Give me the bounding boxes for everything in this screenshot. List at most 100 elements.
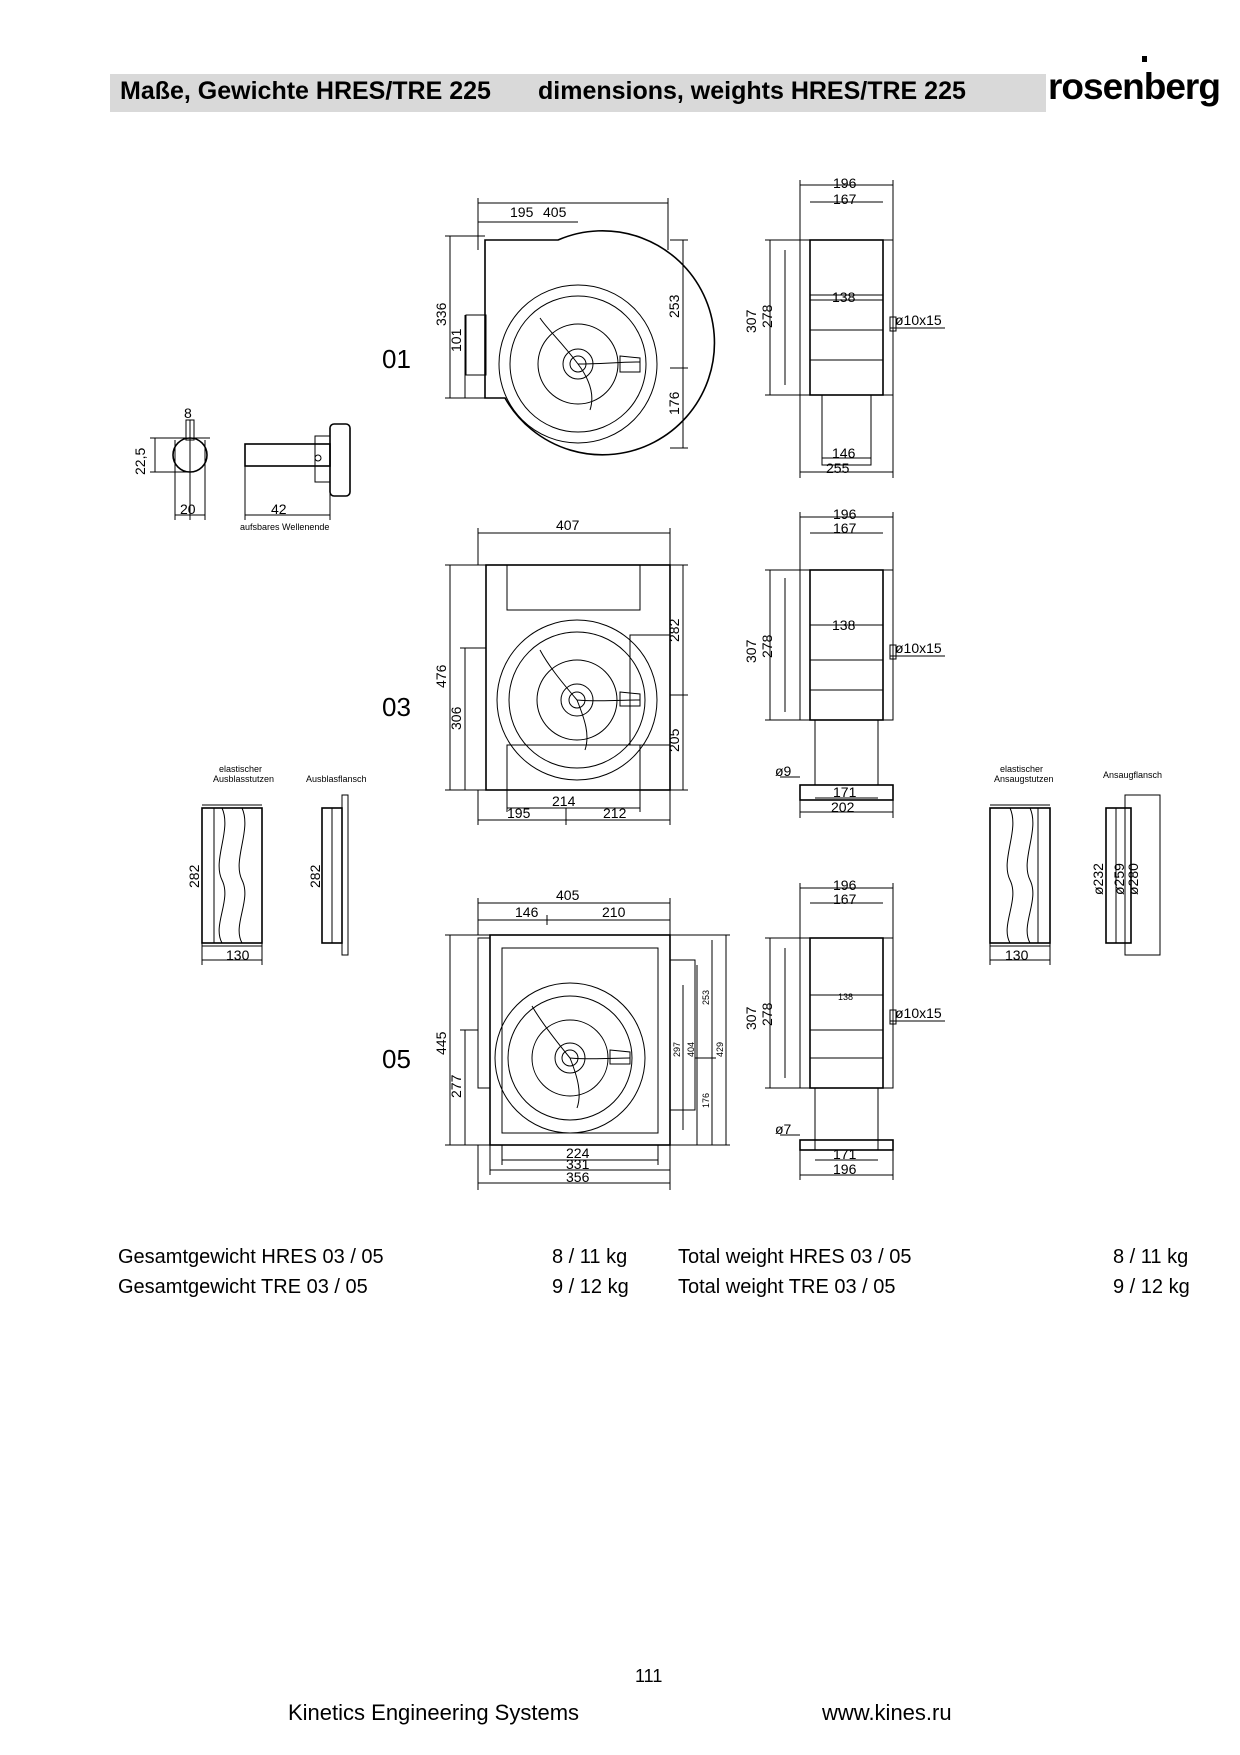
- dim-shaft-20: 20: [180, 501, 196, 517]
- dim-03s-hole: ø10x15: [895, 640, 942, 656]
- weight-de-tre-value: 9 / 12 kg: [552, 1276, 629, 1298]
- side-view-01: [765, 180, 945, 478]
- dim-05-404: 404: [686, 1042, 696, 1057]
- shaft-caption: aufsbares Wellenende: [240, 522, 329, 532]
- inlet-elastic-caption-1: elastischer: [1000, 764, 1043, 774]
- dim-outlet-130: 130: [226, 947, 250, 963]
- dim-inlet-232: ø232: [1090, 863, 1106, 895]
- footer-company: Kinetics Engineering Systems: [288, 1700, 580, 1725]
- dim-03s-167: 167: [833, 520, 857, 536]
- header-bar: [110, 74, 1046, 112]
- dim-01-336: 336: [433, 302, 449, 326]
- title-english: dimensions, weights HRES/TRE 225: [538, 77, 966, 105]
- dim-01s-255: 255: [826, 460, 850, 476]
- dim-05-331: 331: [566, 1156, 590, 1172]
- dim-05s-138: 138: [838, 992, 853, 1002]
- dim-05s-167: 167: [833, 891, 857, 907]
- dim-05-445: 445: [433, 1031, 449, 1055]
- outlet-flange-caption: Ausblasflansch: [306, 774, 367, 784]
- weight-de-hres-value: 8 / 11 kg: [552, 1246, 628, 1268]
- dim-03-205: 205: [666, 728, 682, 752]
- dim-01-253: 253: [666, 294, 682, 318]
- dim-05s-307: 307: [743, 1006, 759, 1030]
- dim-05s-278: 278: [759, 1002, 775, 1026]
- dim-inlet-259: ø259: [1111, 863, 1127, 895]
- dim-shaft-22-5: 22,5: [132, 448, 148, 475]
- dim-01s-307: 307: [743, 309, 759, 333]
- dim-03-476: 476: [433, 664, 449, 688]
- dim-shaft-42: 42: [271, 501, 287, 517]
- dim-03-195: 195: [507, 805, 531, 821]
- side-view-03: [765, 512, 945, 818]
- dim-05s-171: 171: [833, 1146, 857, 1162]
- dim-outlet-282a: 282: [186, 864, 202, 888]
- dim-03s-202: 202: [831, 799, 855, 815]
- dim-05-405: 405: [556, 887, 580, 903]
- dim-05s-196b: 196: [833, 1161, 857, 1177]
- dim-03s-307: 307: [743, 639, 759, 663]
- footer-website: www.kines.ru: [822, 1700, 952, 1725]
- dim-05s-7: ø7: [775, 1121, 792, 1137]
- side-view-05: [765, 883, 945, 1180]
- dim-01s-278: 278: [759, 304, 775, 328]
- shaft-detail: [150, 419, 351, 520]
- outlet-elastic-caption-2: Ausblasstutzen: [213, 774, 274, 784]
- dim-05s-hole: ø10x15: [895, 1005, 942, 1021]
- dim-01-101: 101: [448, 328, 464, 352]
- outlet-elastic-caption-1: elastischer: [219, 764, 262, 774]
- front-view-03: [445, 528, 688, 825]
- dim-outlet-282b: 282: [307, 864, 323, 888]
- front-view-01: [445, 198, 716, 456]
- dim-05-146: 146: [515, 904, 539, 920]
- inlet-parts: [989, 794, 1161, 965]
- dim-01-405: 405: [543, 204, 567, 220]
- dim-01s-138: 138: [832, 289, 856, 305]
- dim-03s-278: 278: [759, 634, 775, 658]
- dim-03-214: 214: [552, 793, 576, 809]
- dim-03s-138: 138: [832, 617, 856, 633]
- dim-03-212: 212: [603, 805, 627, 821]
- dim-01s-146: 146: [832, 445, 856, 461]
- front-view-05: [445, 898, 730, 1190]
- weight-en-tre-value: 9 / 12 kg: [1113, 1276, 1190, 1298]
- dim-shaft-8: 8: [184, 405, 192, 421]
- rosenberg-logo: rosenberg: [1048, 66, 1221, 107]
- outlet-parts: [201, 794, 349, 965]
- dim-01-176: 176: [666, 391, 682, 415]
- dim-05-224: 224: [566, 1145, 590, 1161]
- dim-05s-196: 196: [833, 877, 857, 893]
- weight-en-tre-label: Total weight TRE 03 / 05: [678, 1276, 896, 1298]
- dim-03-407: 407: [556, 517, 580, 533]
- dim-03-282: 282: [666, 618, 682, 642]
- dim-05-297: 297: [672, 1042, 682, 1057]
- dim-01s-hole: ø10x15: [895, 312, 942, 328]
- dim-05-210: 210: [602, 904, 626, 920]
- variant-label-03: 03: [382, 692, 411, 722]
- dim-01s-167: 167: [833, 191, 857, 207]
- inlet-elastic-caption-2: Ansaugstutzen: [994, 774, 1054, 784]
- dim-inlet-280: ø280: [1125, 863, 1141, 895]
- dim-05-176: 176: [701, 1093, 711, 1108]
- variant-label-01: 01: [382, 344, 411, 374]
- variant-label-05: 05: [382, 1044, 411, 1074]
- dim-01-195: 195: [510, 204, 534, 220]
- dim-05-429: 429: [715, 1042, 725, 1057]
- weight-en-hres-value: 8 / 11 kg: [1113, 1246, 1189, 1268]
- dim-03s-9: ø9: [775, 763, 792, 779]
- dim-05-356: 356: [566, 1169, 590, 1185]
- dim-03-306: 306: [448, 706, 464, 730]
- dim-05-277: 277: [448, 1074, 464, 1098]
- dim-inlet-130: 130: [1005, 947, 1029, 963]
- weight-de-tre-label: Gesamtgewicht TRE 03 / 05: [118, 1276, 368, 1298]
- dim-03s-196: 196: [833, 506, 857, 522]
- dim-05-253: 253: [701, 990, 711, 1005]
- page-number: 111: [635, 1666, 663, 1686]
- weight-de-hres-label: Gesamtgewicht HRES 03 / 05: [118, 1246, 384, 1268]
- title-german: Maße, Gewichte HRES/TRE 225: [120, 77, 491, 105]
- dim-01s-196: 196: [833, 175, 857, 191]
- logo-dot: [1142, 56, 1147, 62]
- dim-03s-171: 171: [833, 784, 857, 800]
- inlet-flange-caption: Ansaugflansch: [1103, 770, 1162, 780]
- weight-en-hres-label: Total weight HRES 03 / 05: [678, 1246, 912, 1268]
